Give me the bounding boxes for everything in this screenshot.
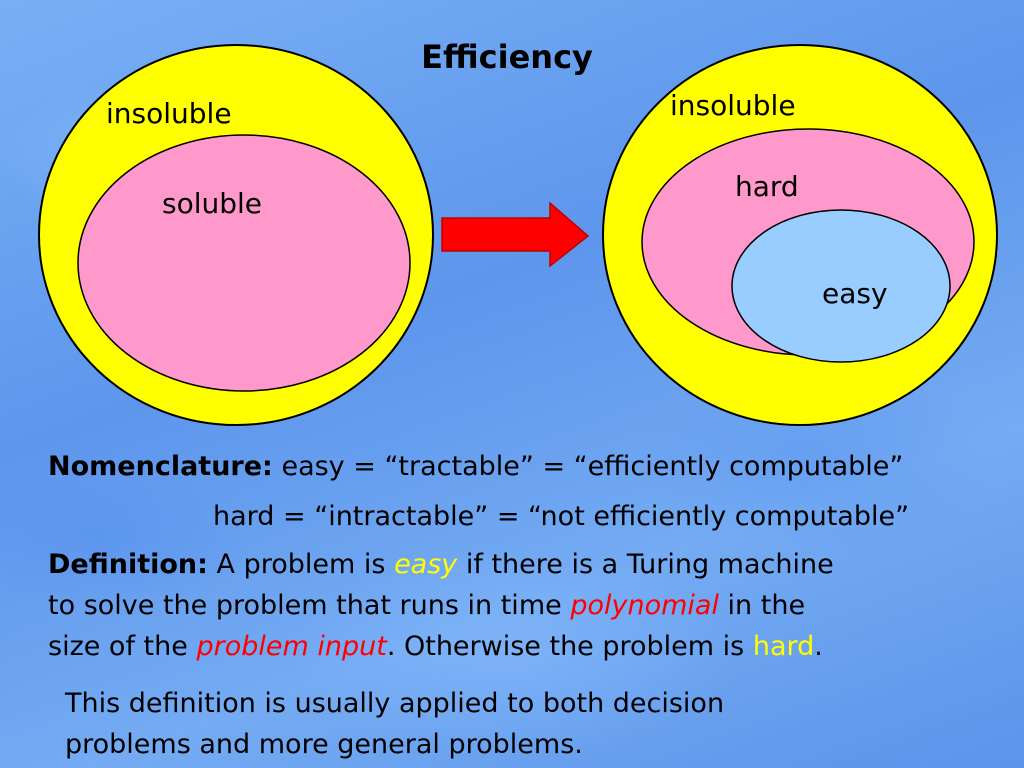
nomenclature-easy-text: easy = “tractable” = “efficiently comput… [281,451,904,482]
definition-text-3: to solve the problem that runs in time [48,590,562,621]
definition-polynomial-word: polynomial [570,590,719,621]
right-insoluble-label: insoluble [670,89,796,122]
nomenclature-label: Nomenclature: [48,451,273,482]
definition-text-4: in the [727,590,806,621]
left-soluble-label: soluble [162,187,263,220]
left-soluble-region [77,134,411,392]
definition-text-2: if there is a Turing machine [465,549,834,580]
definition-line-3: size of the problem input. Otherwise the… [48,626,823,667]
definition-label: Definition: [48,549,208,580]
nomenclature-line-1: Nomenclature: easy = “tractable” = “effi… [48,446,903,487]
definition-text-7: . [814,631,823,662]
definition-hard-word: hard [752,631,815,662]
definition-text-1: A problem is [216,549,386,580]
right-easy-label: easy [822,277,888,310]
transition-arrow [441,201,590,268]
definition-line-2: to solve the problem that runs in time p… [48,585,805,626]
right-easy-region [731,209,951,363]
definition-line-1: Definition: A problem is easy if there i… [48,544,834,585]
note-line-2: problems and more general problems. [65,729,583,760]
definition-text-6: . Otherwise the problem is [386,631,745,662]
definition-easy-word: easy [394,549,458,580]
note-line-1: This definition is usually applied to bo… [65,688,725,719]
nomenclature-line-2: hard = “intractable” = “not efficiently … [213,501,910,532]
definition-text-5: size of the [48,631,188,662]
left-insoluble-label: insoluble [106,97,232,130]
page-title: Efficiency [421,38,593,76]
definition-problem-input-word: problem input [196,631,387,662]
right-hard-label: hard [735,170,799,203]
